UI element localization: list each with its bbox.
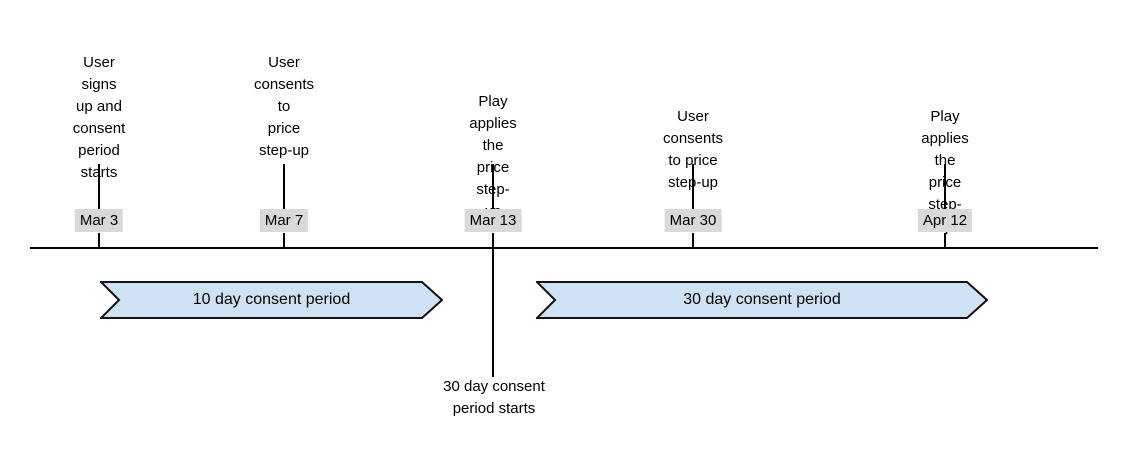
event-tick-upper — [692, 164, 694, 210]
timeline-axis — [30, 247, 1098, 249]
chevron-banner-polygon — [536, 281, 988, 319]
event-date-chip: Apr 12 — [917, 209, 973, 232]
event-date-chip: Mar 13 — [464, 209, 522, 232]
event-label: User consents to price step-up — [253, 54, 315, 159]
event-date-chip: Mar 3 — [74, 209, 124, 232]
event-tick-lower-extended — [492, 233, 494, 377]
event-date-chip: Mar 7 — [259, 209, 309, 232]
event-tick-lower — [944, 233, 946, 248]
footnote-label: 30 day consent period starts — [443, 378, 545, 417]
event-tick-upper — [283, 164, 285, 210]
chevron-banner-shape — [100, 281, 443, 319]
consent-period-banner-30day: 30 day consent period — [536, 281, 988, 319]
chevron-banner-shape — [536, 281, 988, 319]
event-tick-upper — [98, 164, 100, 210]
banner-label: 30 day consent period — [683, 291, 841, 308]
consent-period-banner-10day: 10 day consent period — [100, 281, 443, 319]
event-tick-lower — [283, 233, 285, 248]
event-tick-upper — [492, 164, 494, 210]
banner-label: 10 day consent period — [192, 291, 351, 308]
event-tick-lower — [98, 233, 100, 248]
event-tick-upper — [944, 164, 946, 210]
chevron-banner-polygon — [100, 281, 443, 319]
event-tick-lower — [692, 233, 694, 248]
event-label: User consents to price step-up — [662, 108, 724, 191]
event-date-chip: Mar 30 — [664, 209, 722, 232]
